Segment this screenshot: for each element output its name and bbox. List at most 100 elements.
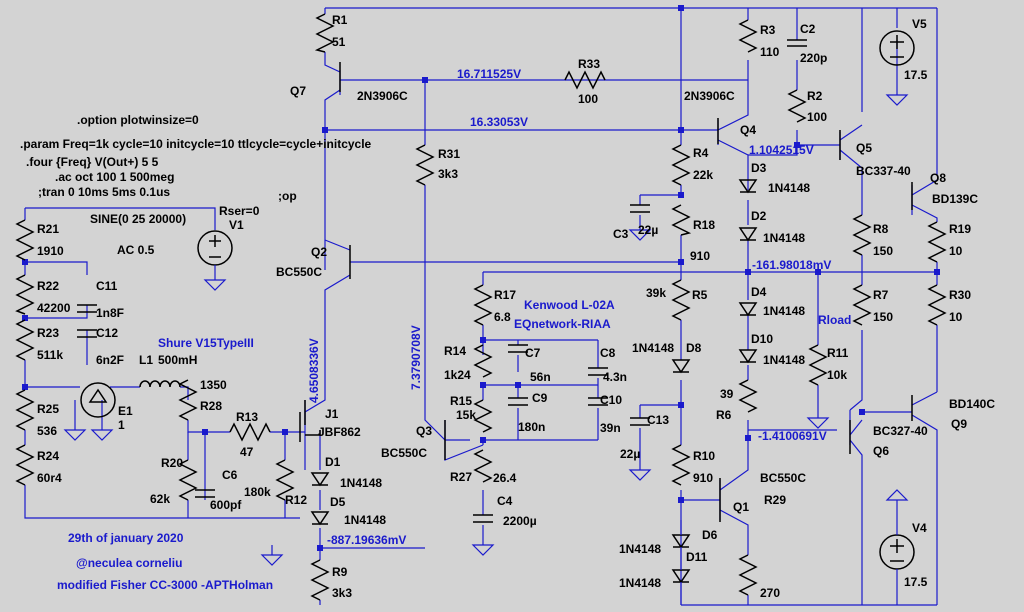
R33-symbol xyxy=(564,70,606,90)
label-C4: C4 xyxy=(497,494,513,508)
directive-op: ;op xyxy=(278,189,297,203)
C12-symbol xyxy=(77,329,97,338)
value-C11: 1n8F xyxy=(96,306,124,320)
value-R4: 22k xyxy=(693,168,713,182)
note-eq-name: EQnetwork-RIAA xyxy=(514,317,611,331)
model-Q8: BD139C xyxy=(932,192,978,206)
value-R27: 26.4 xyxy=(493,471,517,485)
value-R9: 3k3 xyxy=(332,586,352,600)
value-C7: 56n xyxy=(530,370,551,384)
model-D5: 1N4148 xyxy=(344,513,386,527)
label-V1: V1 xyxy=(229,218,244,232)
R15-symbol xyxy=(473,399,493,433)
source-labels: V1 SINE(0 25 20000) AC 0.5 V5 17.5 V4 17… xyxy=(90,17,928,589)
value-V5: 17.5 xyxy=(904,68,928,82)
node-voltage-label: 16.33053V xyxy=(470,115,528,129)
C4-symbol xyxy=(473,514,493,523)
label-Q6: Q6 xyxy=(873,444,889,458)
value-R2: 100 xyxy=(807,110,827,124)
label-R30: R30 xyxy=(949,288,971,302)
value-R7: 150 xyxy=(873,310,893,324)
label-Q4: Q4 xyxy=(740,123,756,137)
label-Q1: Q1 xyxy=(733,500,749,514)
label-R15: R15 xyxy=(450,394,472,408)
label-R23: R23 xyxy=(37,326,59,340)
value-C10: 39n xyxy=(600,421,621,435)
value-C6: 600pf xyxy=(210,498,242,512)
node-voltage-label: -161.98018mV xyxy=(752,258,831,272)
model-D11: 1N4148 xyxy=(619,576,661,590)
value-R1: 51 xyxy=(332,35,346,49)
value-R18: 910 xyxy=(690,249,710,263)
model-Q1: BC550C xyxy=(760,471,806,485)
R4-symbol xyxy=(671,144,691,186)
label-R1: R1 xyxy=(332,13,348,27)
R17-symbol xyxy=(473,284,493,326)
label-C8: C8 xyxy=(600,346,616,360)
label-R19: R19 xyxy=(949,222,971,236)
model-D10: 1N4148 xyxy=(763,353,805,367)
R3-symbol xyxy=(738,19,758,53)
node-voltage-label: -887.19636mV xyxy=(327,533,406,547)
value-R23: 511k xyxy=(37,348,63,362)
note-date: 29th of january 2020 xyxy=(68,531,184,545)
inductor-L1 xyxy=(139,380,181,388)
note-eq-model: Kenwood L-02A xyxy=(524,298,615,312)
label-R6: R6 xyxy=(716,408,732,422)
label-V4: V4 xyxy=(912,521,927,535)
R20-symbol xyxy=(178,459,198,501)
node-voltage-label: -1.4100691V xyxy=(758,429,827,443)
value-R25: 536 xyxy=(37,424,57,438)
label-R9: R9 xyxy=(332,565,348,579)
model-D3: 1N4148 xyxy=(768,181,810,195)
value-R20: 62k xyxy=(150,492,170,506)
label-E1: E1 xyxy=(118,404,133,418)
notes: 29th of january 2020 @neculea corneliu m… xyxy=(57,298,615,592)
value-E1: 1 xyxy=(118,418,125,432)
label-C11: C11 xyxy=(96,279,118,293)
directive-four: .four {Freq} V(Out+) 5 5 xyxy=(26,155,159,169)
label-D10: D10 xyxy=(751,332,773,346)
model-D2: 1N4148 xyxy=(763,231,805,245)
label-R7: R7 xyxy=(873,288,889,302)
model-Q2: BC550C xyxy=(276,265,322,279)
model-Q3: BC550C xyxy=(381,446,427,460)
label-R5: R5 xyxy=(692,288,708,302)
value-C3: 22µ xyxy=(638,223,658,237)
value-R8: 150 xyxy=(873,244,893,258)
label-R8: R8 xyxy=(873,222,889,236)
C11-symbol xyxy=(77,304,97,313)
label-D4: D4 xyxy=(751,285,767,299)
R10-symbol xyxy=(671,444,691,486)
value-R5: 39k xyxy=(646,286,666,300)
label-R28: R28 xyxy=(200,399,222,413)
R6-symbol xyxy=(738,379,758,413)
label-C10: C10 xyxy=(600,393,622,407)
label-L1: L1 xyxy=(139,353,153,367)
R23-symbol xyxy=(15,319,35,361)
R11-symbol xyxy=(808,344,828,386)
value-C13: 22µ xyxy=(620,447,640,461)
D1-symbol xyxy=(310,472,330,487)
label-R12: R12 xyxy=(285,493,307,507)
R18-symbol xyxy=(671,204,692,236)
label-R29: R29 xyxy=(764,493,786,507)
label-R20: R20 xyxy=(161,456,183,470)
value-V4: 17.5 xyxy=(904,575,928,589)
value-R12: 180k xyxy=(244,485,271,499)
capacitors xyxy=(77,39,807,523)
value-R3: 110 xyxy=(760,45,780,59)
value-R24: 60r4 xyxy=(37,471,62,485)
value-R13: 47 xyxy=(240,445,254,459)
value-R22: 42200 xyxy=(37,301,71,315)
model-Q4: 2N3906C xyxy=(684,89,735,103)
directive-plotwinsize: .option plotwinsize=0 xyxy=(77,113,199,127)
label-D1: D1 xyxy=(325,455,341,469)
value-C2: 220p xyxy=(800,51,827,65)
source-V5 xyxy=(879,30,915,106)
R9-symbol xyxy=(310,559,330,601)
directive-tran: ;tran 0 10ms 5ms 0.1us xyxy=(38,185,170,199)
label-J1: J1 xyxy=(325,407,339,421)
C2-symbol xyxy=(787,39,807,47)
